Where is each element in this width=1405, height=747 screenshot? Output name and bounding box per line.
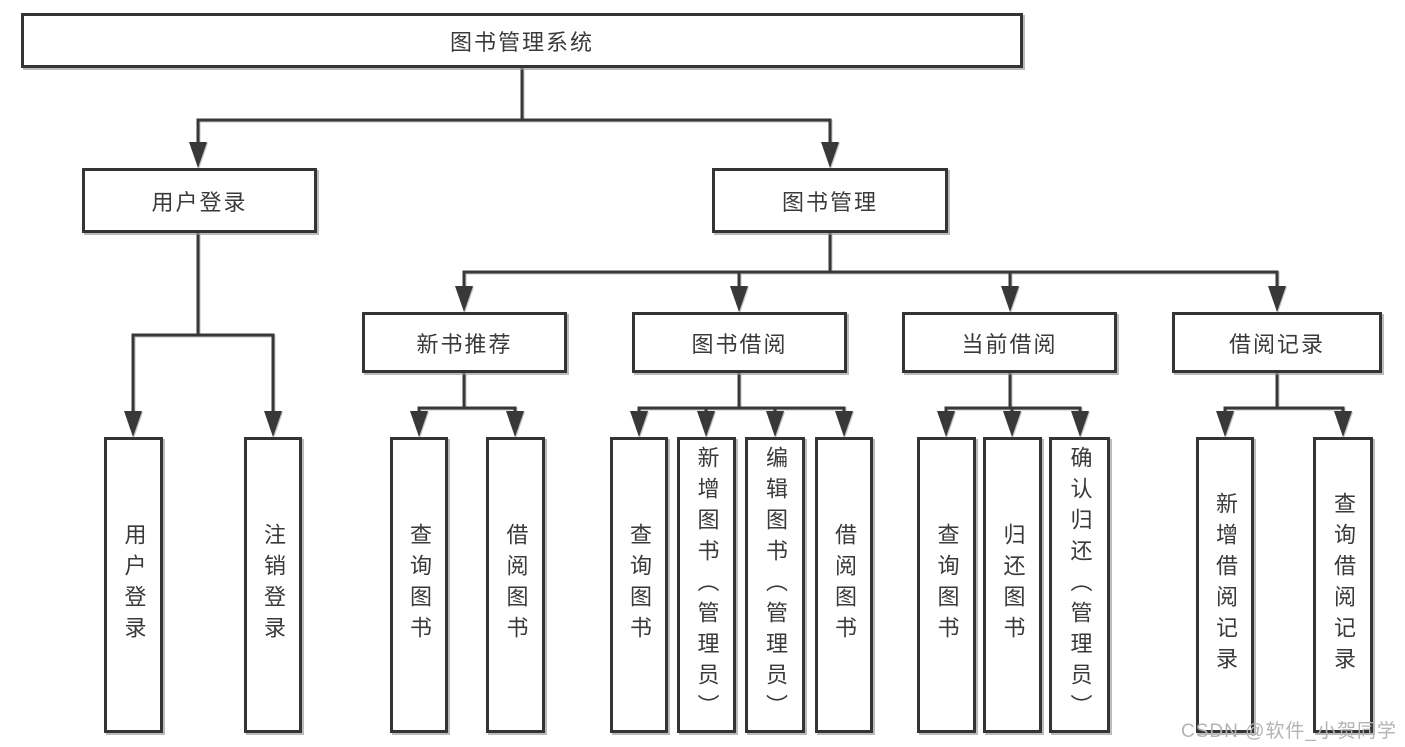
leaf-confirm-return-admin: 确认归还（管理员） bbox=[1049, 437, 1110, 733]
node-user-login: 用户登录 bbox=[82, 168, 317, 233]
leaf-query-borrow-record: 查询借阅记录 bbox=[1313, 437, 1373, 733]
connector-recommend-to-leaves bbox=[417, 373, 517, 419]
connector-book-mgmt-to-level3 bbox=[462, 233, 1279, 294]
leaf-logout: 注销登录 bbox=[244, 437, 302, 733]
leaf-user-login: 用户登录 bbox=[104, 437, 163, 733]
node-library-management-system: 图书管理系统 bbox=[21, 13, 1023, 68]
leaf-label: 借阅图书 bbox=[503, 523, 529, 647]
connector-borrow-to-leaves bbox=[637, 373, 846, 419]
node-book-borrow: 图书借阅 bbox=[632, 312, 847, 373]
leaf-add-books-admin: 新增图书（管理员） bbox=[677, 437, 736, 733]
leaf-label: 新增图书（管理员） bbox=[694, 445, 720, 725]
leaf-edit-books-admin: 编辑图书（管理员） bbox=[745, 437, 805, 733]
leaf-label: 查询图书 bbox=[934, 523, 960, 647]
leaf-query-books-current: 查询图书 bbox=[917, 437, 976, 733]
leaf-label: 编辑图书（管理员） bbox=[763, 445, 788, 725]
connector-user-login-to-leaves bbox=[131, 233, 275, 419]
leaf-label: 查询图书 bbox=[627, 523, 652, 647]
node-label: 图书借阅 bbox=[691, 331, 788, 357]
leaf-label: 用户登录 bbox=[121, 523, 147, 647]
node-label: 借阅记录 bbox=[1228, 331, 1325, 357]
node-borrow-records: 借阅记录 bbox=[1172, 312, 1382, 373]
leaf-label: 确认归还（管理员） bbox=[1067, 445, 1093, 725]
node-label: 图书管理 bbox=[781, 189, 878, 215]
node-book-management: 图书管理 bbox=[712, 168, 948, 233]
leaf-query-books-borrow: 查询图书 bbox=[610, 437, 668, 733]
leaf-label: 借阅图书 bbox=[832, 523, 857, 647]
connector-root-to-level2 bbox=[196, 68, 832, 150]
node-label: 当前借阅 bbox=[961, 331, 1058, 357]
leaf-label: 查询图书 bbox=[407, 523, 432, 647]
connector-records-to-leaves bbox=[1223, 373, 1345, 419]
connector-current-to-leaves bbox=[944, 373, 1082, 419]
leaf-label: 新增借阅记录 bbox=[1213, 492, 1238, 678]
leaf-borrow-books-recommend: 借阅图书 bbox=[486, 437, 545, 733]
leaf-label: 注销登录 bbox=[261, 523, 286, 647]
leaf-return-books: 归还图书 bbox=[983, 437, 1042, 733]
leaf-label: 查询借阅记录 bbox=[1331, 492, 1356, 678]
node-label: 新书推荐 bbox=[416, 331, 513, 357]
leaf-borrow-books: 借阅图书 bbox=[815, 437, 873, 733]
node-current-borrow: 当前借阅 bbox=[902, 312, 1117, 373]
leaf-label: 归还图书 bbox=[1000, 523, 1026, 647]
node-label: 用户登录 bbox=[151, 189, 248, 215]
node-label: 图书管理系统 bbox=[449, 29, 594, 55]
leaf-add-borrow-record: 新增借阅记录 bbox=[1196, 437, 1254, 733]
csdn-watermark: CSDN @软件_小贺同学 bbox=[1181, 721, 1397, 742]
node-new-book-recommend: 新书推荐 bbox=[362, 312, 567, 373]
leaf-query-books-recommend: 查询图书 bbox=[390, 437, 448, 733]
